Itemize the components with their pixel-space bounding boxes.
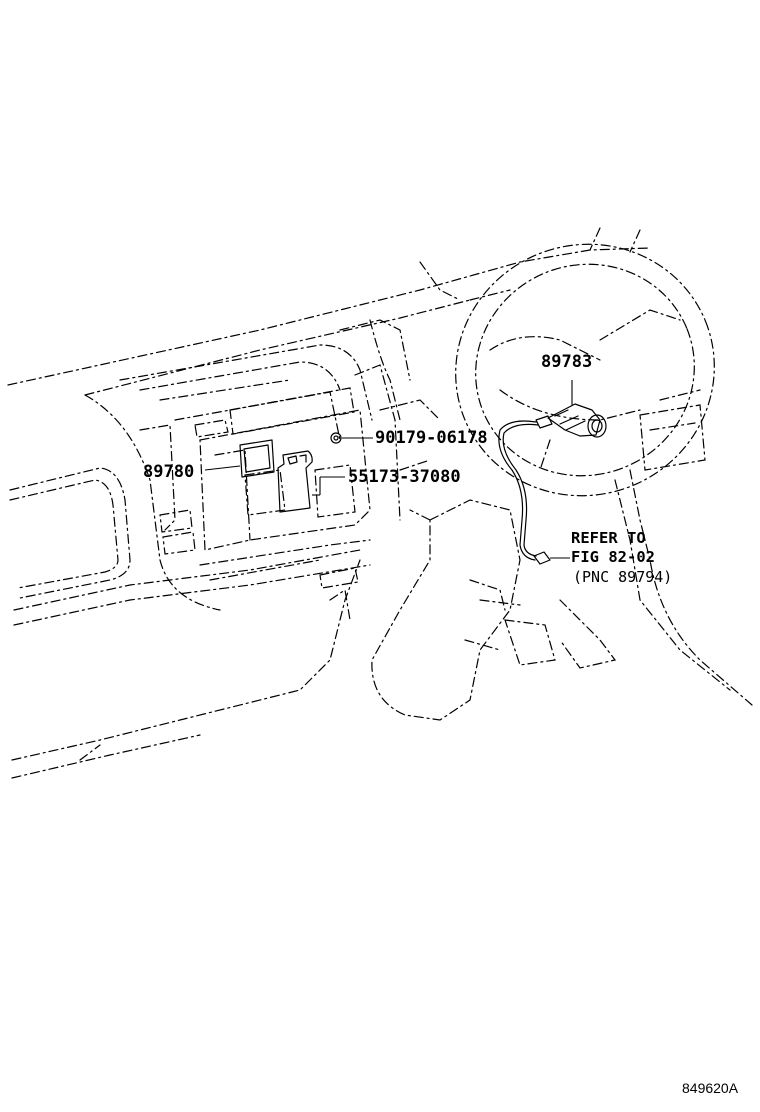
drawing-code: 849620A (682, 1080, 739, 1096)
reference-line-2: FIG 82-02 (571, 548, 655, 566)
reference-line-3: (PNC 89794) (573, 568, 673, 586)
dashboard-outline (7, 227, 753, 779)
wire-harness (498, 420, 570, 565)
steering-column (371, 499, 617, 721)
part-number-90179-06178: 90179-06178 (375, 428, 488, 448)
part-number-55173-37080: 55173-37080 (348, 467, 461, 487)
part-number-89780: 89780 (143, 462, 195, 482)
bracket-55173 (277, 450, 345, 513)
nut-90179 (330, 432, 373, 444)
reference-line-1: REFER TO (571, 529, 646, 547)
control-unit-89780 (204, 439, 275, 478)
part-number-89783: 89783 (541, 352, 593, 372)
sensor-89783 (535, 380, 607, 438)
